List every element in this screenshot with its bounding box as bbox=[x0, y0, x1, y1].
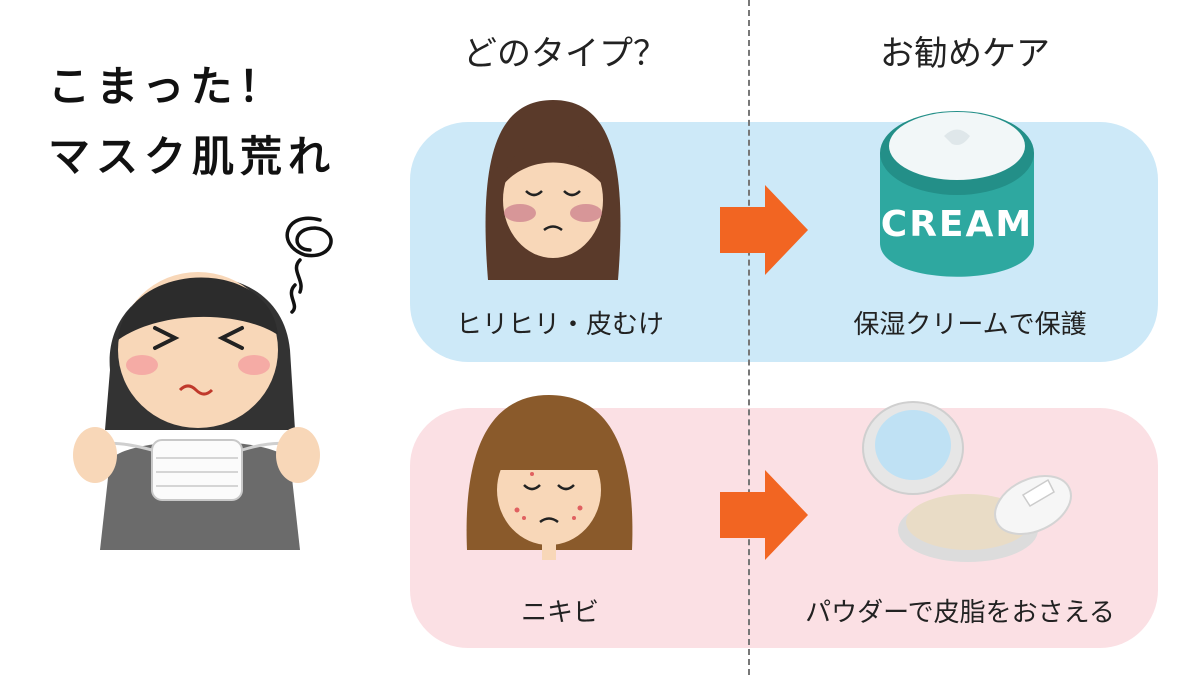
cream-jar-illustration: CREAM bbox=[872, 88, 1042, 278]
care-label-cream: 保湿クリームで保護 bbox=[853, 310, 1087, 340]
type-label-acne: ニキビ bbox=[520, 598, 599, 628]
powder-compact-illustration bbox=[858, 400, 1078, 570]
dry-skin-face-illustration bbox=[478, 95, 628, 285]
cream-jar-text: CREAM bbox=[881, 204, 1033, 245]
acne-face-illustration bbox=[462, 390, 637, 560]
care-label-powder: パウダーで皮脂をおさえる bbox=[805, 598, 1115, 628]
arrow-right-icon bbox=[720, 470, 810, 560]
page-title: こまった！ マスク肌荒れ bbox=[48, 62, 337, 181]
header-type: どのタイプ？ bbox=[463, 34, 667, 74]
header-care: お勧めケア bbox=[880, 34, 1050, 74]
column-divider bbox=[748, 0, 750, 675]
type-label-dry: ヒリヒリ・皮むけ bbox=[455, 310, 664, 340]
woman-with-mask-illustration bbox=[70, 200, 370, 550]
arrow-right-icon bbox=[720, 185, 810, 275]
